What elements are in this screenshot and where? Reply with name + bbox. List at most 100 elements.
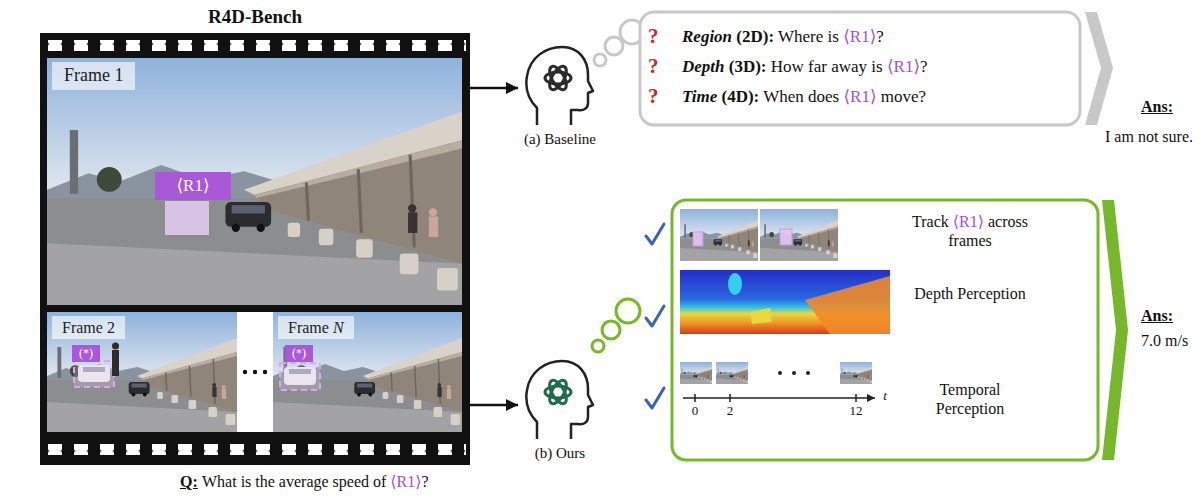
illustration-circle: [112, 343, 119, 350]
illustration-ellipse: [546, 64, 569, 93]
illustration-rect: [44, 444, 466, 455]
text-run: across frames: [948, 213, 1028, 249]
illustration-use: [680, 362, 712, 384]
text-run: Temporal Perception: [936, 381, 1004, 417]
illustration-g: [646, 224, 664, 408]
illustration-ellipse: [728, 273, 742, 295]
illustration-rect: [237, 312, 273, 432]
text-run: ?: [648, 84, 659, 108]
text-run: (3D):: [725, 57, 767, 76]
illustration-use: [47, 58, 462, 305]
text-run: How far away is: [767, 57, 887, 76]
text-run: (*): [79, 346, 93, 360]
text-run: Ans:: [1141, 98, 1173, 115]
step-label: Temporal Perception: [905, 380, 1035, 418]
illustration-circle: [806, 371, 810, 375]
question-mark: ?: [648, 84, 659, 109]
video-frame: Frame 2 (*): [47, 312, 237, 432]
illustration-ellipse: [546, 378, 569, 407]
illustration-rect: [74, 361, 114, 387]
text-run: t: [883, 388, 887, 403]
illustration-rect: [640, 12, 1080, 125]
frame-label: Frame N: [278, 316, 354, 339]
text-run: ⟨R1⟩: [176, 176, 209, 195]
text-run: ⟨R1⟩: [887, 57, 920, 76]
tick-label: 12: [850, 403, 863, 419]
text-run: ?: [920, 57, 928, 76]
text-run: ⟨R1⟩: [843, 87, 876, 106]
text-run: 7.0 m/s: [1141, 332, 1188, 349]
text-run: Region: [682, 27, 732, 46]
model-head-art: [526, 47, 593, 439]
illustration-circle: [605, 37, 623, 55]
film-strip-art: [40, 33, 470, 465]
illustration-rect: [165, 201, 209, 235]
step-label: Track ⟨R1⟩ across frames: [905, 212, 1035, 250]
illustration-circle: [263, 370, 267, 374]
text-run: Depth Perception: [914, 285, 1026, 302]
text-run: (b) Ours: [535, 445, 585, 461]
tick-label: 2: [727, 403, 734, 419]
text-run: Time: [682, 87, 717, 106]
illustration-rect: [40, 33, 470, 465]
text-run: Track: [912, 213, 953, 230]
illustration-polygon: [1102, 200, 1128, 460]
illustration-rect: [672, 200, 1098, 460]
text-run: (2D):: [732, 27, 774, 46]
text-run: R4D-Bench: [208, 6, 302, 27]
illustration-rect: [280, 363, 320, 390]
illustration-polygon: [805, 276, 890, 334]
illustration-use: [680, 209, 758, 261]
text-run: Frame 1: [64, 65, 123, 85]
model-caption: (b) Ours: [518, 444, 602, 462]
illustration-rect: [780, 229, 792, 245]
illustration-circle: [616, 299, 640, 323]
illustration-rect: [680, 270, 890, 334]
illustration-polygon: [750, 308, 772, 324]
illustration-use: [716, 362, 748, 384]
video-frame: Frame N (*): [273, 312, 462, 432]
illustration-g: [545, 378, 571, 407]
text-run: Depth: [682, 57, 725, 76]
text-run: N: [333, 319, 344, 336]
illustration-path: [646, 306, 664, 326]
question-mark: ?: [648, 54, 659, 79]
region-tag: ⟨R1⟩: [176, 176, 209, 196]
axis-label: t: [883, 388, 887, 404]
illustration-path: [646, 388, 664, 408]
illustration-path: [646, 224, 664, 244]
region-marker: (*): [72, 345, 100, 362]
text-run: (*): [292, 346, 306, 360]
text-run: What is the average speed of: [202, 473, 390, 490]
illustration-circle: [592, 340, 604, 352]
reasoning-panel: Track ⟨R1⟩ across framesDepth Perception…: [672, 200, 1098, 460]
answer-prefix: Ans:: [1141, 306, 1173, 325]
illustration-use: [760, 209, 838, 261]
text-run: (a) Baseline: [524, 131, 596, 147]
frame-label: Frame 2: [52, 316, 125, 339]
question-mark: ?: [648, 24, 659, 49]
tick-label: 0: [692, 403, 699, 419]
thought-bubble: Region (2D): Where is ⟨R1⟩?Depth (3D): H…: [640, 12, 1080, 125]
text-run: When does: [759, 87, 843, 106]
illustration-use: [273, 312, 462, 432]
illustration-circle: [602, 321, 620, 339]
region-tag: (*): [79, 346, 93, 360]
illustration-g: [545, 64, 571, 93]
illustration-line: [855, 394, 857, 402]
answer-text: 7.0 m/s: [1141, 331, 1188, 350]
arrow-connector: [462, 87, 518, 90]
text-run: Ans:: [1141, 307, 1173, 324]
illustration-line: [683, 397, 875, 399]
question-prefix: Q:: [180, 472, 198, 491]
text-run: 2: [727, 403, 734, 418]
figure-heading: R4D-Bench: [40, 6, 470, 29]
region-marker: ⟨R1⟩: [155, 172, 231, 200]
illustration-use: [840, 362, 872, 384]
illustration-line: [729, 394, 731, 402]
text-run: Frame: [288, 319, 333, 336]
model-caption: (a) Baseline: [518, 130, 602, 148]
